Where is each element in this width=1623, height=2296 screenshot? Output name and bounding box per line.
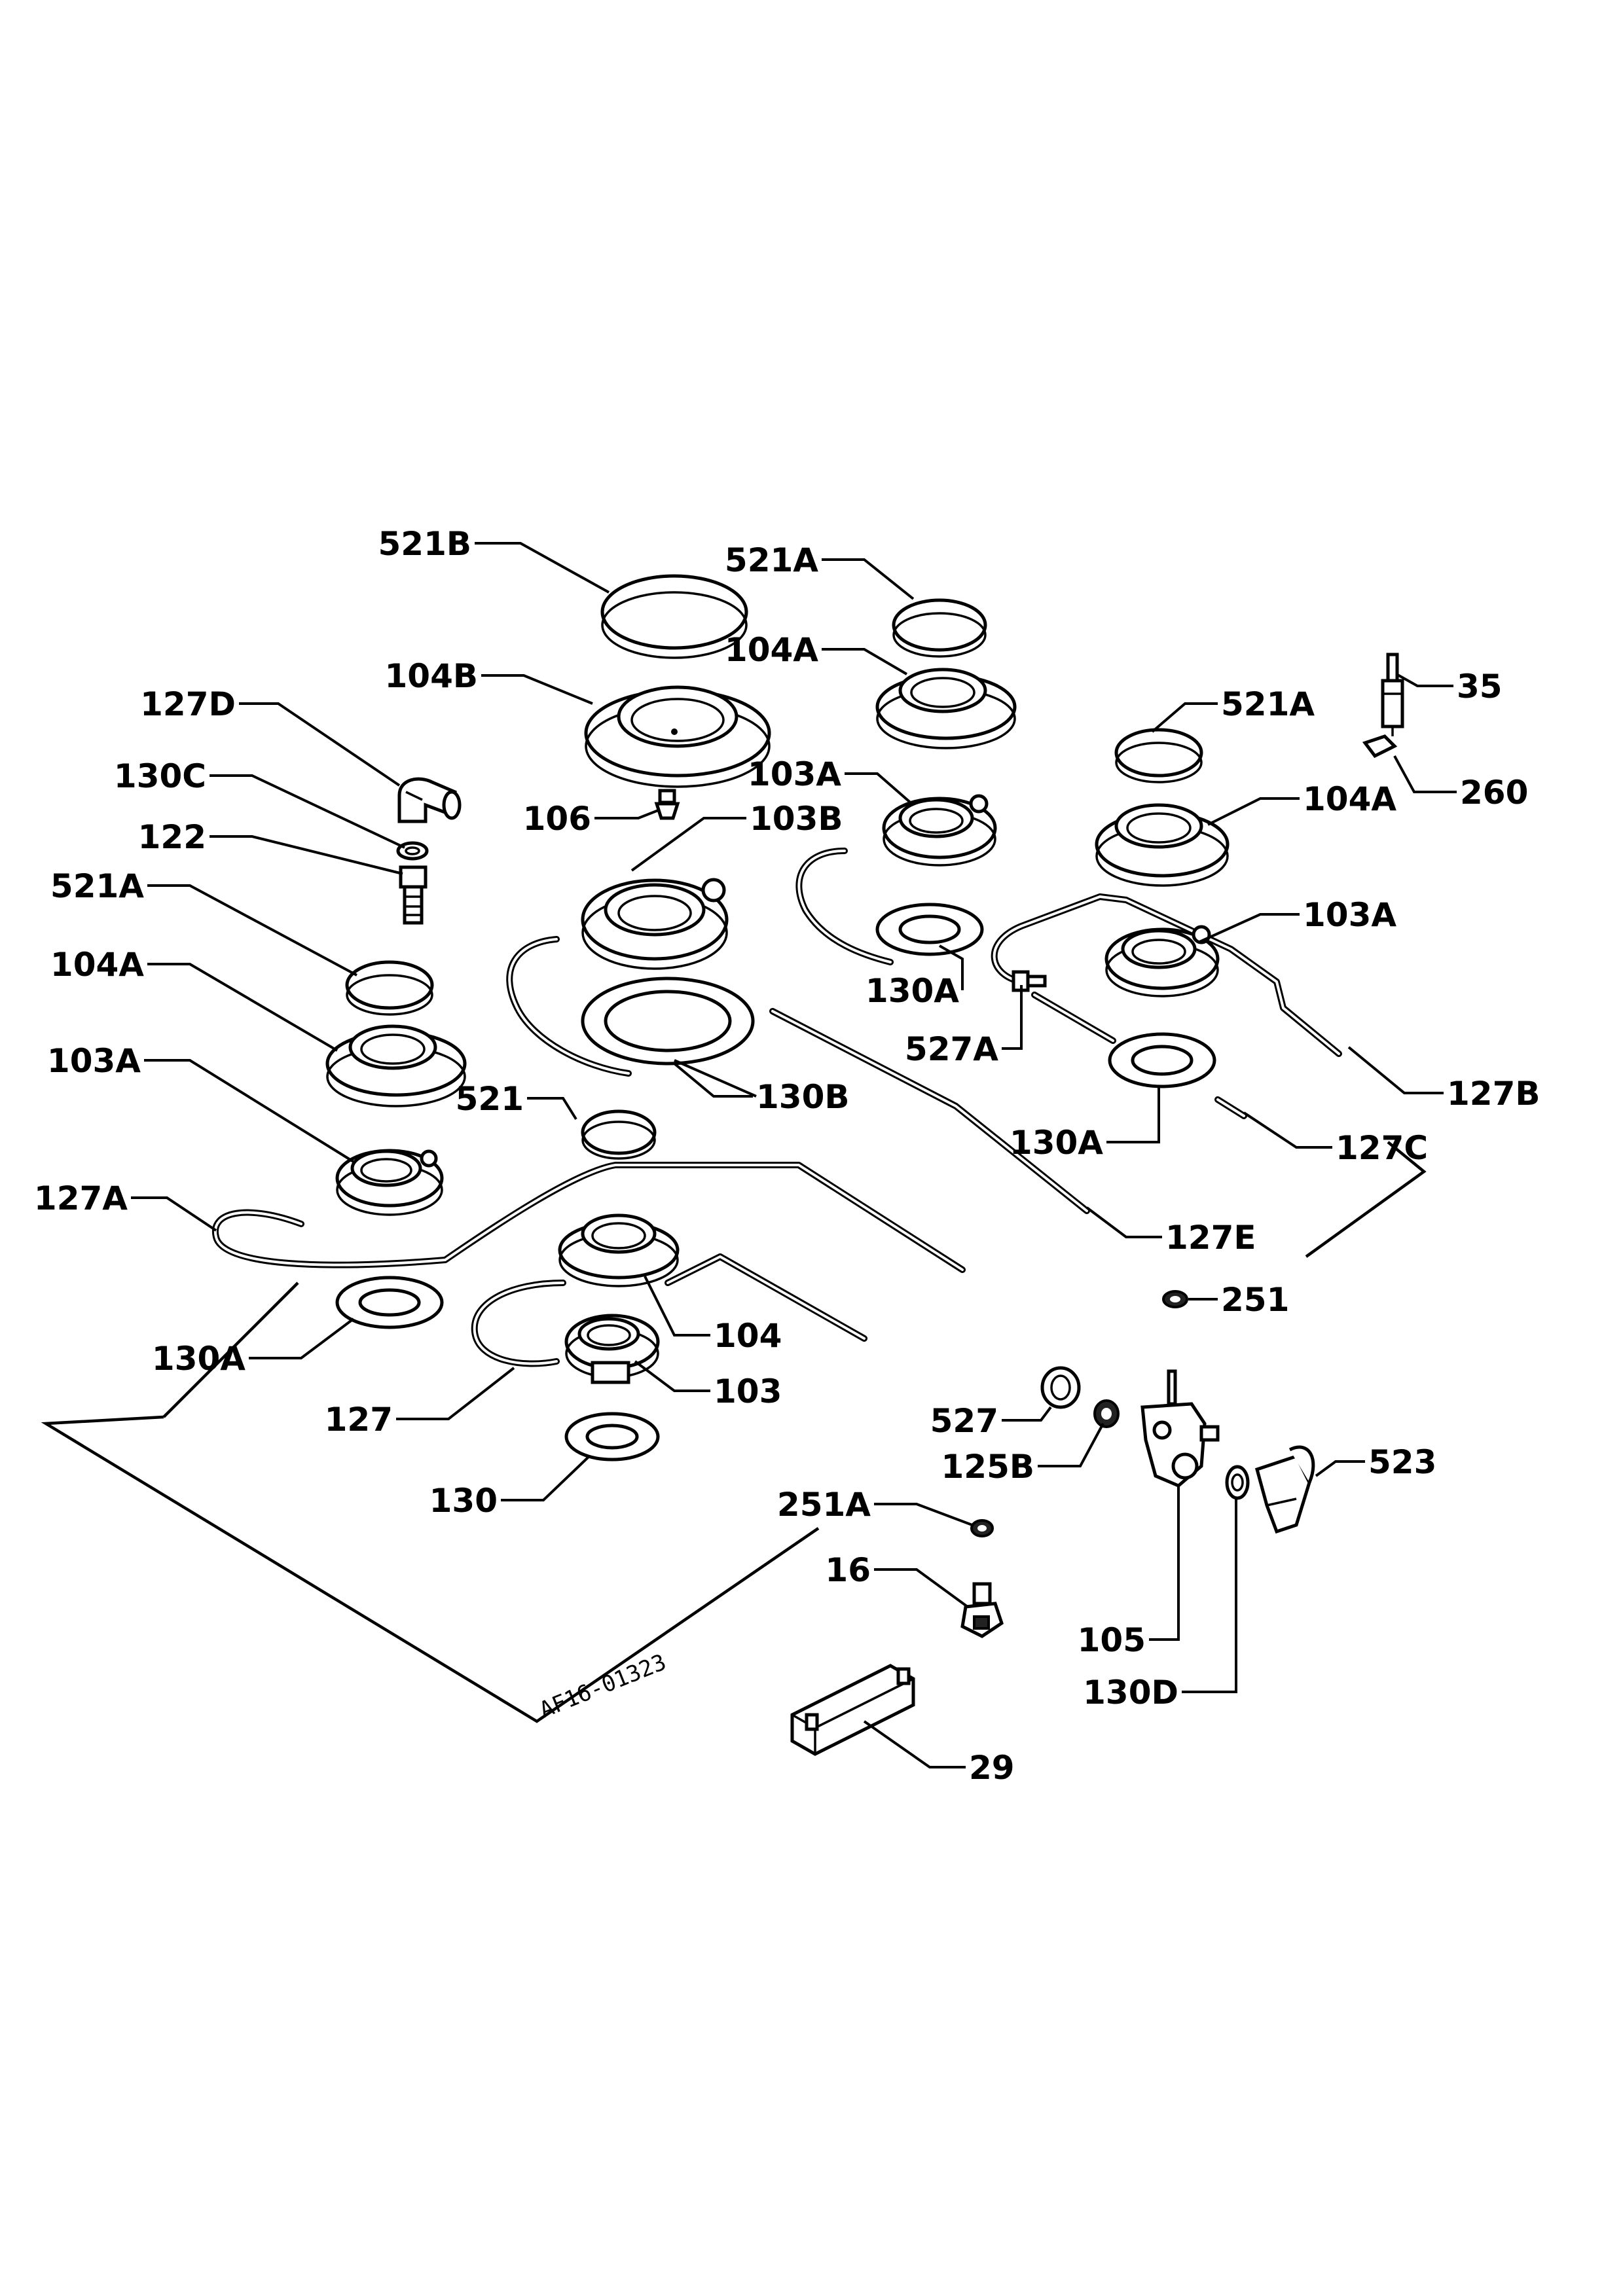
burner-body-103A-right — [1104, 925, 1220, 997]
clamp-523 — [1254, 1445, 1315, 1534]
clip-260 — [1362, 734, 1398, 759]
fitting-122 — [399, 865, 428, 925]
gasket-130B — [581, 977, 755, 1066]
gas-tap-105 — [1140, 1369, 1220, 1488]
label-130A-mid: 130A — [866, 972, 959, 1010]
switch-16 — [960, 1582, 1004, 1638]
washer-130D — [1225, 1465, 1250, 1500]
label-130C: 130C — [114, 757, 206, 795]
elbow-127D — [397, 777, 462, 823]
sleeve-527 — [1040, 1366, 1081, 1409]
label-103A-mid: 103A — [748, 755, 841, 793]
gasket-130A-mid — [875, 903, 984, 956]
leader-lines — [131, 542, 1457, 1768]
label-104: 104 — [714, 1317, 782, 1355]
nut-251 — [1162, 1290, 1188, 1308]
connector-527A — [1012, 970, 1047, 992]
burner-crown-104A-left — [325, 1024, 467, 1107]
washer-130C — [396, 841, 429, 861]
label-127C: 127C — [1336, 1129, 1428, 1167]
label-127: 127 — [325, 1401, 393, 1439]
label-130B: 130B — [756, 1078, 849, 1116]
label-130: 130 — [429, 1482, 498, 1520]
label-127B: 127B — [1447, 1075, 1540, 1113]
label-104A-left: 104A — [50, 946, 144, 984]
label-527A: 527A — [905, 1030, 998, 1068]
label-103A-left: 103A — [47, 1042, 141, 1080]
burner-cap-521A-left — [345, 960, 434, 1016]
burner-body-103A-mid — [882, 794, 997, 867]
label-521A-top: 521A — [725, 541, 818, 579]
burner-cap-521A-right — [1114, 728, 1203, 783]
label-130A-left: 130A — [152, 1340, 246, 1378]
label-105: 105 — [1078, 1621, 1146, 1659]
label-521A-right: 521A — [1221, 685, 1315, 723]
label-16: 16 — [825, 1551, 871, 1589]
label-521A-left: 521A — [50, 867, 144, 905]
label-29: 29 — [969, 1749, 1015, 1787]
label-104A-top: 104A — [725, 631, 818, 669]
gasket-130A-right — [1108, 1032, 1216, 1088]
burner-crown-104A-top — [875, 668, 1017, 749]
gasket-130 — [564, 1412, 660, 1462]
burner-cap-521A-top — [892, 598, 987, 658]
label-127E: 127E — [1165, 1219, 1256, 1257]
label-527: 527 — [930, 1402, 998, 1440]
label-521: 521 — [456, 1080, 524, 1118]
label-130D: 130D — [1083, 1674, 1178, 1712]
label-251A: 251A — [777, 1486, 871, 1524]
burner-body-103B — [581, 878, 729, 970]
burner-body-103A-left — [335, 1149, 444, 1216]
thermocouple-35 — [1381, 653, 1404, 736]
label-106: 106 — [523, 800, 591, 838]
burner-cap-521B — [600, 574, 748, 659]
label-104A-right: 104A — [1303, 780, 1396, 818]
label-523: 523 — [1368, 1443, 1436, 1481]
burner-cap-521 — [581, 1109, 657, 1160]
label-103: 103 — [714, 1372, 782, 1410]
burner-crown-104B — [584, 685, 771, 788]
label-251: 251 — [1221, 1281, 1289, 1319]
bracket-29 — [790, 1664, 915, 1756]
label-103A-right: 103A — [1303, 896, 1396, 934]
label-127A: 127A — [34, 1179, 128, 1217]
label-125B: 125B — [941, 1448, 1034, 1486]
label-260: 260 — [1460, 774, 1528, 812]
burner-crown-104 — [558, 1213, 680, 1287]
label-122: 122 — [138, 818, 206, 856]
injector-106 — [654, 789, 680, 820]
part-labels: 521B 521A 104B 104A 127D 35 521A 260 130… — [34, 525, 1541, 1787]
bush-125B — [1093, 1399, 1120, 1428]
label-130A-right: 130A — [1010, 1124, 1103, 1162]
burner-body-103 — [564, 1314, 660, 1384]
label-521B: 521B — [378, 525, 471, 563]
assembly-frame — [41, 1141, 1427, 1723]
gasket-130A-left — [335, 1276, 444, 1329]
nut-251A — [970, 1519, 994, 1537]
label-35: 35 — [1457, 668, 1503, 706]
diagram-code: AF16-01323 — [536, 1649, 670, 1724]
gas-pipes — [211, 848, 1342, 1367]
label-104B: 104B — [385, 657, 478, 695]
label-127D: 127D — [140, 685, 236, 723]
burner-crown-104A-right — [1095, 803, 1230, 887]
label-103B: 103B — [750, 800, 843, 838]
